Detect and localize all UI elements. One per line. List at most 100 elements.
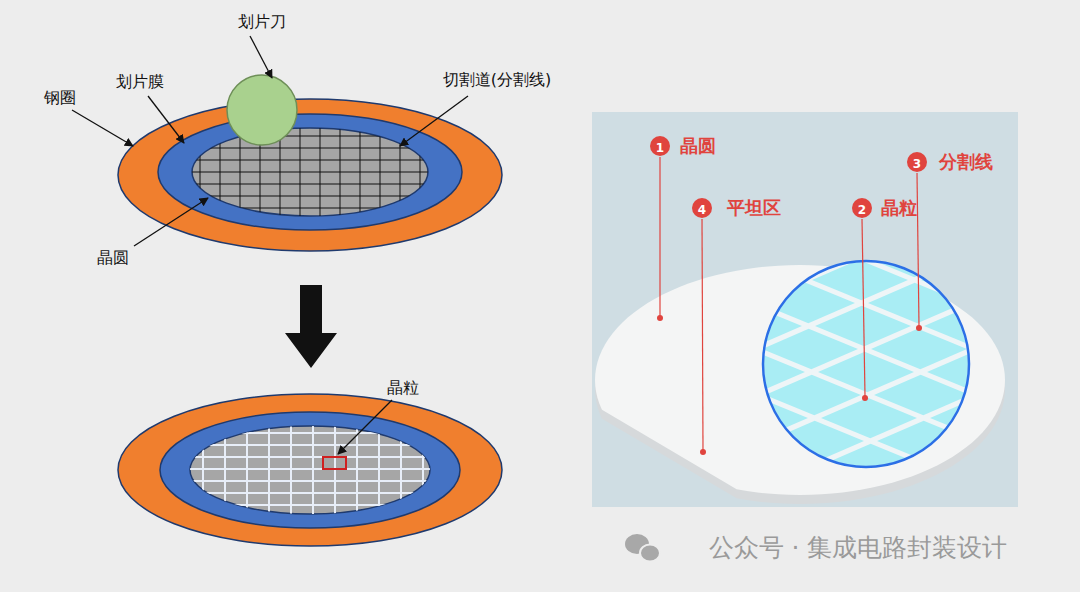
die (974, 237, 1070, 277)
part-label: 晶圆 (97, 248, 129, 267)
scribe-line (180, 160, 440, 161)
die (547, 375, 643, 415)
die (488, 306, 584, 346)
die (650, 283, 746, 323)
scribe-line (180, 480, 440, 482)
callout-label: 晶粒 (881, 197, 917, 219)
label-holder: 晶圆 (680, 135, 716, 157)
die (1030, 260, 1080, 300)
die (936, 490, 1032, 530)
label-holder: 晶圆 (97, 248, 129, 267)
leader-line (400, 96, 468, 146)
die (715, 444, 811, 484)
callout-number: 2 (858, 203, 866, 217)
leader-line (250, 36, 272, 78)
scribe-line (180, 208, 440, 209)
scribe-line (180, 172, 440, 173)
die (877, 421, 973, 461)
callout-dots (650, 136, 927, 455)
scribe-line (180, 136, 440, 137)
callout-leaders (660, 157, 919, 450)
die (827, 490, 923, 530)
die (933, 444, 1029, 484)
die (550, 421, 646, 461)
part-label: 划片刀 (238, 12, 286, 31)
scribe-grid (180, 120, 440, 225)
leader-line (134, 198, 208, 246)
scribe-line (180, 432, 440, 434)
leader-line (338, 400, 392, 454)
part-label: 钢圈 (44, 88, 76, 107)
die (809, 214, 905, 254)
magnifier-circle (763, 261, 969, 467)
die (541, 283, 637, 323)
process-arrow (285, 285, 337, 368)
part-label: 晶粒 (387, 378, 419, 397)
die (703, 260, 799, 300)
die (491, 352, 587, 392)
die (438, 375, 534, 415)
die (653, 329, 749, 369)
label-holder: 切割道(分割线) (443, 70, 551, 89)
leader-line (148, 96, 184, 143)
scribe-line (180, 220, 440, 221)
scribe-line (180, 148, 440, 149)
callout-number: 1 (656, 141, 664, 155)
leader-line (72, 110, 133, 146)
label-holder: 划片膜 (116, 72, 164, 91)
die (662, 467, 758, 507)
steel-ring (118, 99, 502, 251)
die (656, 375, 752, 415)
die (600, 352, 696, 392)
label-holder: 3 (913, 153, 921, 172)
scribe-line (180, 516, 440, 518)
scribe-line (180, 456, 440, 458)
die (700, 214, 796, 254)
dicing-tape (158, 114, 462, 230)
callout-number: 4 (698, 203, 706, 217)
label-holder: 钢圈 (44, 88, 76, 107)
die (980, 329, 1076, 369)
scribe-line (444, 420, 446, 520)
scribe-line (180, 504, 440, 506)
die-highlight (323, 457, 346, 469)
label-holder: 4 (698, 199, 706, 218)
scribe-line (180, 468, 440, 470)
scribe-line (180, 196, 440, 197)
die (659, 421, 755, 461)
label-holder: 2 (858, 199, 866, 218)
die-grid (180, 420, 445, 520)
scribe-line (180, 492, 440, 494)
die (718, 490, 814, 530)
die (594, 260, 690, 300)
wechat-icon (625, 534, 660, 562)
dicing-blade (227, 75, 297, 145)
die (977, 283, 1073, 323)
die (1039, 398, 1080, 438)
die (986, 421, 1080, 461)
callout-number: 3 (913, 157, 921, 171)
label-holder: 平坦区 (727, 197, 781, 219)
label-holder: 1 (656, 137, 664, 156)
label-holder: 分割线 (939, 151, 993, 173)
die (494, 398, 590, 438)
label-holder: 划片刀 (238, 12, 286, 31)
die (927, 352, 1023, 392)
die (924, 306, 1020, 346)
die (544, 329, 640, 369)
die (606, 444, 702, 484)
scribe-line (180, 184, 440, 185)
die (771, 467, 867, 507)
callout-label: 分割线 (939, 151, 993, 173)
steel-ring (118, 394, 502, 546)
part-label: 划片膜 (116, 72, 164, 91)
scribe-line (180, 444, 440, 446)
die (647, 237, 743, 277)
die (880, 467, 976, 507)
die (862, 191, 958, 231)
watermark: 公众号 · 集成电路封装设计 (709, 533, 1008, 563)
label-holder: 晶粒 (387, 378, 419, 397)
photo-panel (592, 112, 1018, 507)
part-label: 切割道(分割线) (443, 70, 551, 89)
die (1042, 444, 1080, 484)
